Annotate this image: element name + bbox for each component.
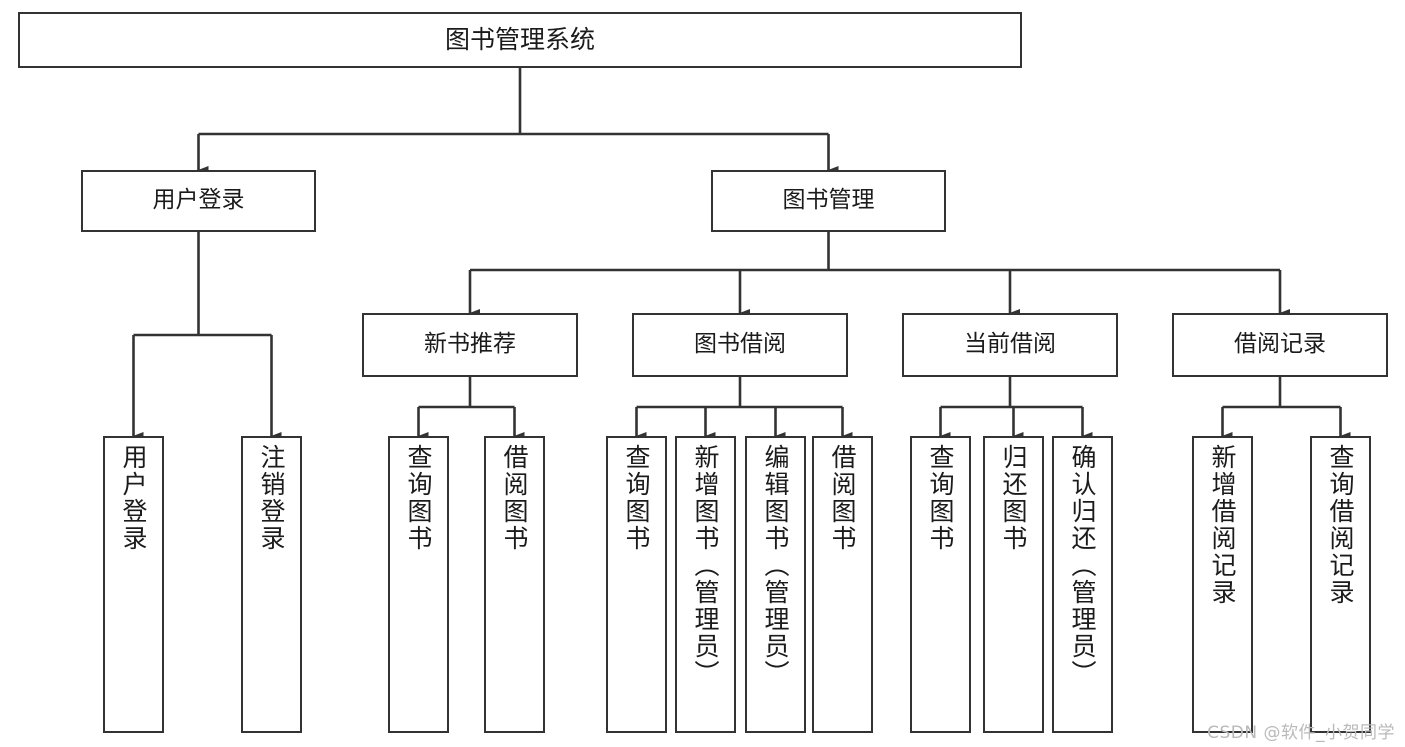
node-label: 用户登录 bbox=[119, 444, 148, 552]
node-label: 图书借阅 bbox=[694, 331, 786, 358]
node-leaf-add-book[interactable]: 新增图书（管理员） bbox=[675, 436, 736, 733]
node-label: 用户登录 bbox=[152, 187, 245, 214]
node-label: 查询图书 bbox=[622, 444, 651, 552]
node-leaf-return-book[interactable]: 归还图书 bbox=[983, 436, 1044, 733]
node-label: 新增图书（管理员） bbox=[691, 444, 720, 687]
node-borrow-record[interactable]: 借阅记录 bbox=[1172, 313, 1388, 377]
node-leaf-borrow-book-1[interactable]: 借阅图书 bbox=[484, 436, 545, 733]
node-new-book-rec[interactable]: 新书推荐 bbox=[362, 313, 578, 377]
node-book-borrow[interactable]: 图书借阅 bbox=[632, 313, 848, 377]
node-leaf-edit-book[interactable]: 编辑图书（管理员） bbox=[745, 436, 806, 733]
node-label: 查询借阅记录 bbox=[1326, 444, 1355, 606]
node-label: 图书管理系统 bbox=[444, 25, 595, 55]
node-leaf-logout[interactable]: 注销登录 bbox=[241, 436, 302, 733]
node-leaf-query-book-1[interactable]: 查询图书 bbox=[388, 436, 449, 733]
node-label: 确认归还（管理员） bbox=[1068, 444, 1097, 687]
node-label: 当前借阅 bbox=[964, 331, 1056, 358]
node-root[interactable]: 图书管理系统 bbox=[18, 12, 1022, 68]
node-user-login[interactable]: 用户登录 bbox=[81, 170, 316, 232]
node-leaf-query-book-2[interactable]: 查询图书 bbox=[606, 436, 667, 733]
node-leaf-confirm-return[interactable]: 确认归还（管理员） bbox=[1052, 436, 1113, 733]
node-leaf-borrow-book-2[interactable]: 借阅图书 bbox=[812, 436, 873, 733]
node-label: 查询图书 bbox=[926, 444, 955, 552]
node-leaf-add-record[interactable]: 新增借阅记录 bbox=[1192, 436, 1253, 733]
node-label: 图书管理 bbox=[782, 187, 875, 214]
node-leaf-query-book-3[interactable]: 查询图书 bbox=[910, 436, 971, 733]
csdn-watermark: CSDN @软件_小贺同学 bbox=[1207, 723, 1395, 743]
node-current-borrow[interactable]: 当前借阅 bbox=[902, 313, 1118, 377]
node-label: 新增借阅记录 bbox=[1208, 444, 1237, 606]
node-label: 编辑图书（管理员） bbox=[761, 444, 790, 687]
node-label: 借阅图书 bbox=[500, 444, 529, 552]
node-label: 注销登录 bbox=[257, 444, 286, 552]
node-label: 借阅图书 bbox=[828, 444, 857, 552]
node-leaf-query-record[interactable]: 查询借阅记录 bbox=[1310, 436, 1371, 733]
node-label: 归还图书 bbox=[999, 444, 1028, 552]
node-label: 新书推荐 bbox=[424, 331, 516, 358]
node-label: 借阅记录 bbox=[1234, 331, 1326, 358]
node-label: 查询图书 bbox=[404, 444, 433, 552]
node-leaf-user-login[interactable]: 用户登录 bbox=[103, 436, 164, 733]
node-book-manage[interactable]: 图书管理 bbox=[711, 170, 946, 232]
